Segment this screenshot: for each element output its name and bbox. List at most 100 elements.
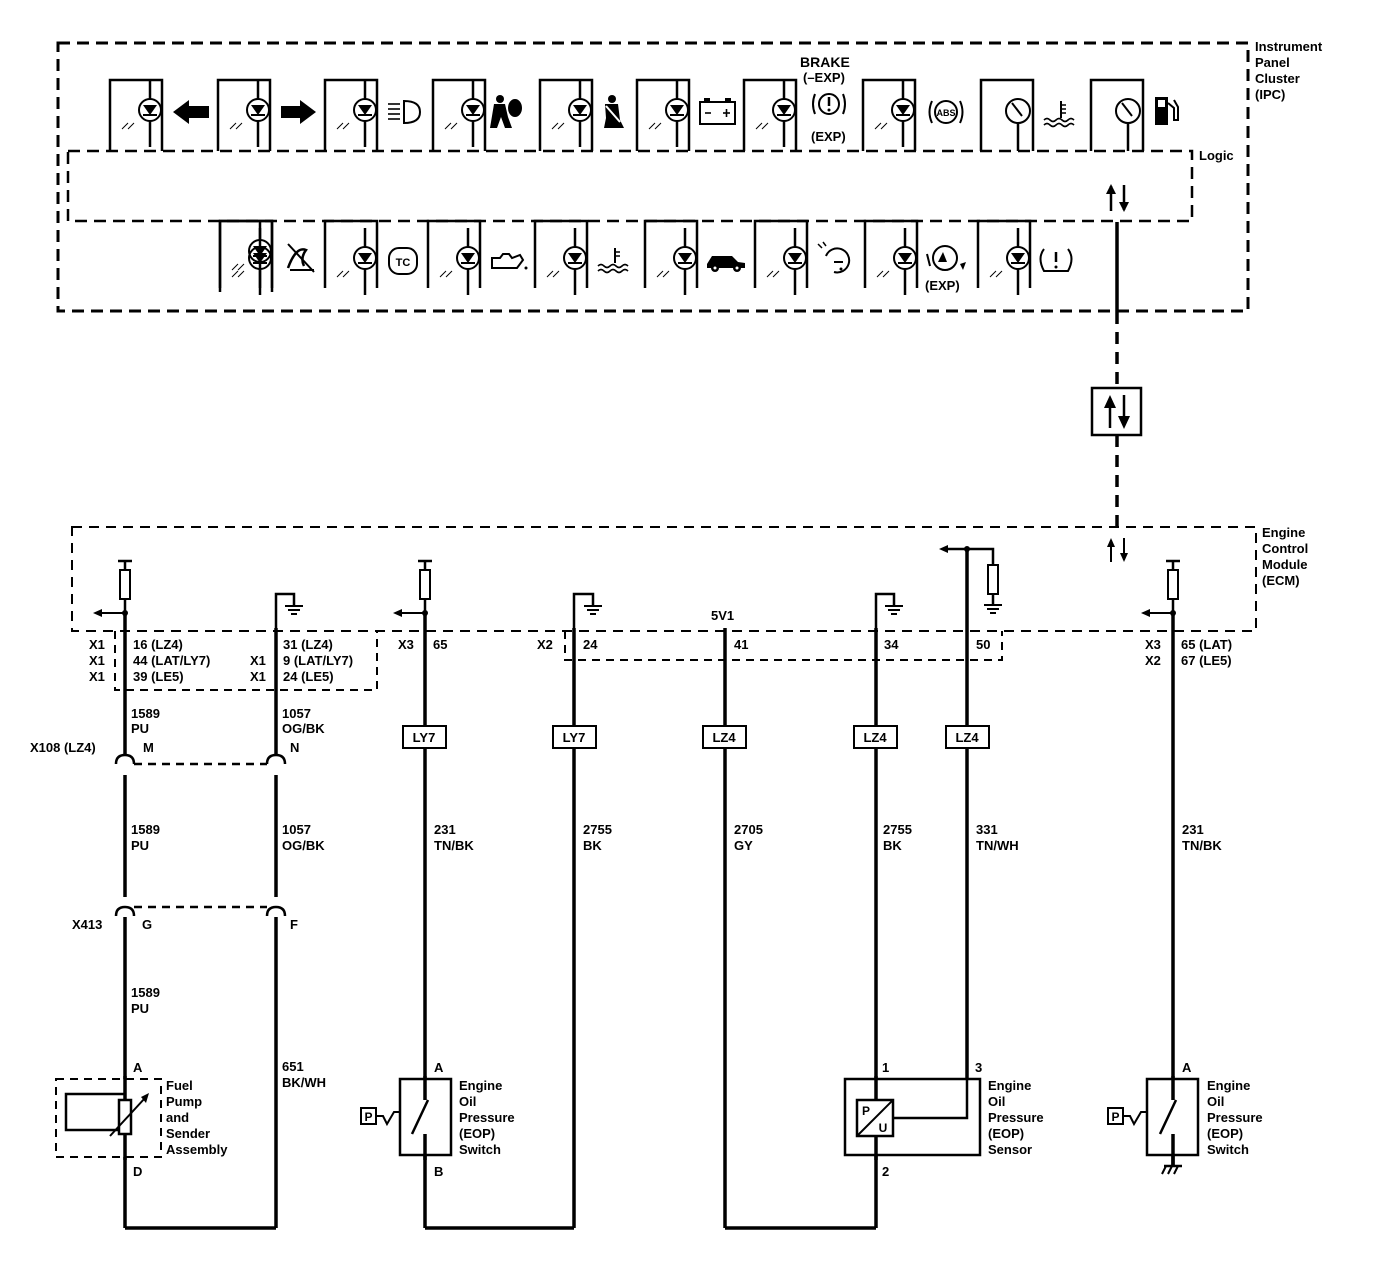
logic-box	[66, 149, 1194, 223]
chassis-ground-icon	[1161, 1164, 1182, 1175]
fuel-name-2: Pump	[166, 1094, 202, 1109]
inline-connector-x413: X413 G F	[72, 905, 298, 932]
eop-sensor: P U 1 3 2 Engine Oil Pressure (EOP) Sens…	[843, 1060, 1044, 1179]
pin-65-lat: 65 (LAT)	[1181, 637, 1232, 652]
eop-switch-1-name-5: Switch	[459, 1142, 501, 1157]
option-ly7-b: LY7	[563, 730, 586, 745]
eop-switch-2-name-1: Engine	[1207, 1078, 1250, 1093]
fuel-pin-d: D	[133, 1164, 142, 1179]
eop-switch-2-name-3: Pressure	[1207, 1110, 1263, 1125]
fuel-name-3: and	[166, 1110, 189, 1125]
fuel-pump-sender-assembly: A D Fuel Pump and Sender Assembly	[55, 1060, 228, 1179]
wires	[123, 549, 1175, 1230]
ipc-name-1: Instrument	[1255, 39, 1323, 54]
pin-67-le5: 67 (LE5)	[1181, 653, 1232, 668]
coolant-temp-icon	[597, 248, 629, 274]
fuel-name-1: Fuel	[166, 1078, 193, 1093]
ipc-name-2: Panel	[1255, 55, 1290, 70]
w4-num: 2755	[583, 822, 612, 837]
eop-switch-1-p: P	[364, 1110, 372, 1124]
conn-x2-b: X2	[1145, 653, 1161, 668]
ecm-name-2: Control	[1262, 541, 1308, 556]
w1c-num: 1589	[131, 985, 160, 1000]
w2c-num: 651	[282, 1059, 304, 1074]
ecm-circuit-1	[93, 559, 134, 617]
eop-switch-1-pin-b: B	[434, 1164, 443, 1179]
traction-off-icon	[286, 243, 315, 273]
seatbelt-icon	[604, 95, 624, 128]
w2c-color: BK/WH	[282, 1075, 326, 1090]
eop-sensor-name-5: Sensor	[988, 1142, 1032, 1157]
w7-num: 331	[976, 822, 998, 837]
ipc-name-3: Cluster	[1255, 71, 1300, 86]
eop-switch-1-name-2: Oil	[459, 1094, 476, 1109]
fuel-pin-a: A	[133, 1060, 143, 1075]
eop-switch-2-name-4: (EOP)	[1207, 1126, 1243, 1141]
w6-num: 2755	[883, 822, 912, 837]
pin-50: 50	[976, 637, 990, 652]
connector-group-x2	[564, 631, 1003, 661]
option-lz4-a: LZ4	[712, 730, 736, 745]
brake-exp-label: (EXP)	[811, 129, 846, 144]
ecm-name-3: Module	[1262, 557, 1308, 572]
eop-switch-2: P A Engine Oil Pressure (EOP) Switch	[1107, 1060, 1263, 1175]
pin-44: 44 (LAT/LY7)	[133, 653, 210, 668]
oil-pressure-icon	[491, 253, 528, 270]
w7-color: TN/WH	[976, 838, 1019, 853]
logic-label: Logic	[1199, 148, 1234, 163]
serial-data-box	[1090, 386, 1143, 437]
ecm-circuit-6	[874, 592, 904, 628]
turn-right-arrow-icon	[281, 100, 316, 124]
connector-group-x1	[114, 631, 378, 691]
w1a-color: PU	[131, 721, 149, 736]
conn-x1-e: X1	[250, 669, 266, 684]
w1a-num: 1589	[131, 706, 160, 721]
eop-switch-2-name-2: Oil	[1207, 1094, 1224, 1109]
brake-sub-label: (–EXP)	[803, 70, 845, 85]
w1c-color: PU	[131, 1001, 149, 1016]
pin-34: 34	[884, 637, 899, 652]
airbag-icon	[490, 95, 522, 128]
tc-text: TC	[396, 257, 411, 269]
eop-sensor-u: U	[879, 1121, 888, 1135]
x108-label: X108 (LZ4)	[30, 740, 96, 755]
ipc-row1	[110, 78, 1145, 151]
pin-41: 41	[734, 637, 748, 652]
option-lz4-b: LZ4	[863, 730, 887, 745]
turn-left-arrow-icon	[173, 100, 209, 124]
ecm-circuit-2	[274, 592, 304, 628]
ecm-circuit-3	[393, 559, 434, 617]
pin-labels-col1: X1 16 (LZ4) X1 44 (LAT/LY7) X1 39 (LE5)	[89, 637, 210, 684]
conn-x1-d: X1	[250, 653, 266, 668]
security-car-icon	[707, 256, 745, 272]
abs-icon: ABS	[928, 100, 964, 124]
conn-x1-a: X1	[89, 637, 105, 652]
x108-pin-n: N	[290, 740, 299, 755]
serial-data-line	[1090, 222, 1143, 562]
w4-color: BK	[583, 838, 602, 853]
row2-exp-label: (EXP)	[925, 278, 960, 293]
pin-31: 31 (LZ4)	[283, 637, 333, 652]
ecm-name-4: (ECM)	[1262, 573, 1300, 588]
pin-labels-col2: 31 (LZ4) X1 9 (LAT/LY7) X1 24 (LE5)	[250, 637, 353, 684]
w1b-color: PU	[131, 838, 149, 853]
conn-x1-c: X1	[89, 669, 105, 684]
pin-24-le5: 24 (LE5)	[283, 669, 334, 684]
traction-control-icon: TC	[388, 247, 418, 275]
ipc-name-4: (IPC)	[1255, 87, 1285, 102]
conn-x1-b: X1	[89, 653, 105, 668]
conn-x2: X2	[537, 637, 553, 652]
ipc-box	[56, 41, 1250, 313]
wire-labels: 1589 PU 1057 OG/BK 1589 PU 1057 OG/BK 15…	[131, 706, 1222, 1090]
ecm-name-1: Engine	[1262, 525, 1305, 540]
eop-sensor-pin-2: 2	[882, 1164, 889, 1179]
option-ly7-a: LY7	[413, 730, 436, 745]
eop-sensor-name-2: Oil	[988, 1094, 1005, 1109]
ipc-data-arrows	[1106, 184, 1129, 212]
reduced-power-icon	[817, 241, 851, 274]
x108-pin-m: M	[143, 740, 154, 755]
fuel-name-4: Sender	[166, 1126, 210, 1141]
eop-switch-1: P A B Engine Oil Pressure (EOP) Switch	[360, 1060, 515, 1179]
eop-switch-1-pin-a: A	[434, 1060, 444, 1075]
option-lz4-c: LZ4	[955, 730, 979, 745]
